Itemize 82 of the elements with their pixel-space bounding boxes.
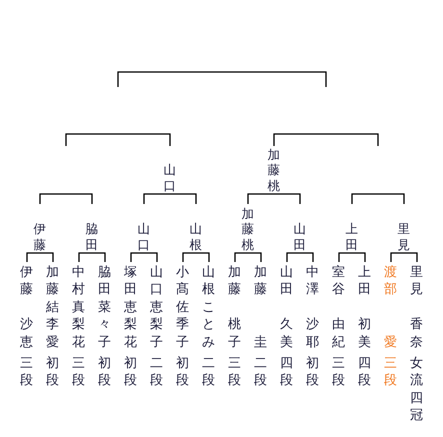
player-rank: 初段 <box>46 355 59 390</box>
player-given-name: 桃子 <box>228 316 241 351</box>
winner-name: 山根 <box>190 221 202 252</box>
player-surname: 中澤 <box>306 264 319 299</box>
player-rank: 三段 <box>20 355 33 390</box>
bracket-line <box>247 193 274 204</box>
player-given-name: ことみ <box>202 299 215 351</box>
player-rank: 初段 <box>98 355 111 390</box>
player-rank: 初段 <box>176 355 189 390</box>
player-rank: 二段 <box>254 355 267 390</box>
bracket-line <box>234 252 248 262</box>
winner-name: 里見 <box>398 221 410 252</box>
winner-name: 山口 <box>164 162 176 193</box>
player-surname: 脇田 <box>98 264 111 299</box>
player-surname: 中村 <box>72 264 85 299</box>
winner-name: 脇田 <box>86 221 98 252</box>
bracket-line <box>338 252 352 262</box>
bracket-line <box>404 252 418 262</box>
player-surname: 里見 <box>410 264 423 299</box>
bracket-line <box>248 252 262 262</box>
winner-name: 山口 <box>138 221 150 252</box>
bracket-line <box>143 193 170 204</box>
winner-name: 山田 <box>294 221 306 252</box>
bracket-line <box>130 252 144 262</box>
player-rank: 三段 <box>384 355 397 390</box>
player-rank: 女流四冠 <box>410 355 423 424</box>
player-rank: 三段 <box>72 355 85 390</box>
player-rank: 三段 <box>332 355 345 390</box>
bracket-line <box>352 252 366 262</box>
player-surname: 山根 <box>202 264 215 299</box>
player-given-name: 菜々子 <box>98 299 111 351</box>
bracket-line <box>182 252 196 262</box>
player-surname: 山口 <box>150 264 163 299</box>
player-rank: 四段 <box>280 355 293 390</box>
player-rank: 四段 <box>358 355 371 390</box>
bracket-line <box>26 252 40 262</box>
bracket-line <box>78 252 92 262</box>
bracket-line <box>286 252 300 262</box>
player-surname: 上田 <box>358 264 371 299</box>
player-rank: 三段 <box>228 355 241 390</box>
player-given-name: 真梨花 <box>72 299 85 351</box>
player-given-name: 沙恵 <box>20 316 33 351</box>
player-rank: 二段 <box>202 355 215 390</box>
bracket-line <box>92 252 106 262</box>
player-given-name: 恵梨子 <box>150 299 163 351</box>
player-given-name: 由紀 <box>332 316 345 351</box>
bracket-line <box>66 193 93 204</box>
bracket-line <box>390 252 404 262</box>
player-surname: 加藤 <box>228 264 241 299</box>
player-given-name: 圭 <box>254 334 267 351</box>
bracket-line <box>351 193 378 204</box>
winner-name: 上田 <box>346 221 358 252</box>
winner-name: 加藤桃 <box>268 146 280 193</box>
bracket-line <box>300 252 314 262</box>
winner-name: 加藤桃 <box>242 206 254 252</box>
player-given-name: 初美 <box>358 316 371 351</box>
player-given-name: 結李愛 <box>46 299 59 351</box>
player-surname: 山田 <box>280 264 293 299</box>
player-given-name: 沙耶 <box>306 316 319 351</box>
player-rank: 初段 <box>124 355 137 390</box>
bracket-line <box>378 193 405 204</box>
bracket-line <box>40 252 54 262</box>
winner-name: 伊藤 <box>34 221 46 252</box>
bracket-line <box>39 193 66 204</box>
player-given-name: 佐季子 <box>176 299 189 351</box>
player-surname: 加藤 <box>254 264 267 299</box>
player-surname: 塚田 <box>124 264 137 299</box>
player-given-name: 愛 <box>384 334 397 351</box>
bracket-line <box>196 252 210 262</box>
player-given-name: 久美 <box>280 316 293 351</box>
bracket-line <box>170 193 197 204</box>
bracket-line <box>274 193 301 204</box>
player-surname: 室谷 <box>332 264 345 299</box>
player-given-name: 香奈 <box>410 316 423 351</box>
player-surname: 伊藤 <box>20 264 33 299</box>
player-surname: 加藤 <box>46 264 59 299</box>
player-rank: 二段 <box>150 355 163 390</box>
player-given-name: 恵梨花 <box>124 299 137 351</box>
player-surname: 小髙 <box>176 264 189 299</box>
player-rank: 初段 <box>306 355 319 390</box>
player-surname: 渡部 <box>384 264 397 299</box>
bracket-line <box>144 252 158 262</box>
